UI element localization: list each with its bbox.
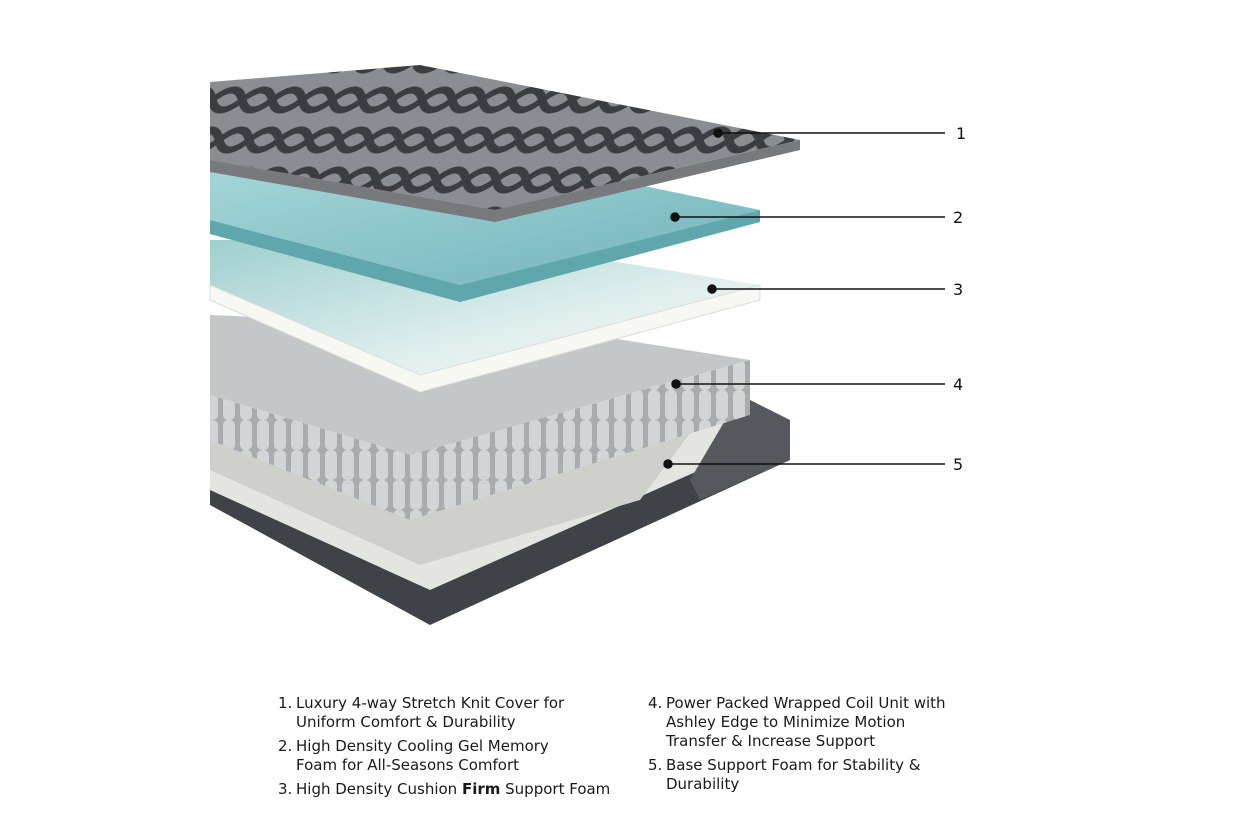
legend-item-5: 5.Base Support Foam for Stability & Dura…: [648, 756, 966, 794]
layer-3-cushion-foam: [209, 240, 761, 393]
callout-2: 2: [953, 208, 964, 227]
legend-number: 5.: [648, 756, 663, 774]
legend-text-pre: High Density Cushion: [296, 780, 462, 798]
legend-text: Luxury 4-way Stretch Knit Cover for Unif…: [296, 694, 565, 731]
legend-number: 3.: [278, 780, 293, 798]
callout-4: 4: [953, 375, 964, 394]
legend-item-1: 1.Luxury 4-way Stretch Knit Cover for Un…: [278, 694, 616, 732]
legend-text: Power Packed Wrapped Coil Unit with Ashl…: [666, 694, 946, 750]
legend-text-post: Support Foam: [500, 780, 611, 798]
legend-text: High Density Cooling Gel Memory Foam for…: [296, 737, 549, 774]
legend-left: 1.Luxury 4-way Stretch Knit Cover for Un…: [278, 694, 616, 804]
callout-3: 3: [953, 280, 964, 299]
legend-item-3: 3.High Density Cushion Firm Support Foam: [278, 780, 616, 799]
callout-5: 5: [953, 455, 964, 474]
layer-1-knit-cover: [210, 65, 800, 222]
legend-item-4: 4.Power Packed Wrapped Coil Unit with As…: [648, 694, 966, 751]
legend-text: High Density Cushion Firm Support Foam: [296, 780, 616, 799]
callout-1: 1: [956, 124, 967, 143]
callout-lines: [663, 128, 945, 469]
legend-text-bold: Firm: [461, 780, 501, 798]
legend-right: 4.Power Packed Wrapped Coil Unit with As…: [648, 694, 966, 799]
legend-number: 1.: [278, 694, 293, 712]
legend-item-2: 2.High Density Cooling Gel Memory Foam f…: [278, 737, 616, 775]
legend-number: 4.: [648, 694, 663, 712]
legend-text: Base Support Foam for Stability & Durabi…: [666, 756, 921, 793]
legend-number: 2.: [278, 737, 293, 755]
